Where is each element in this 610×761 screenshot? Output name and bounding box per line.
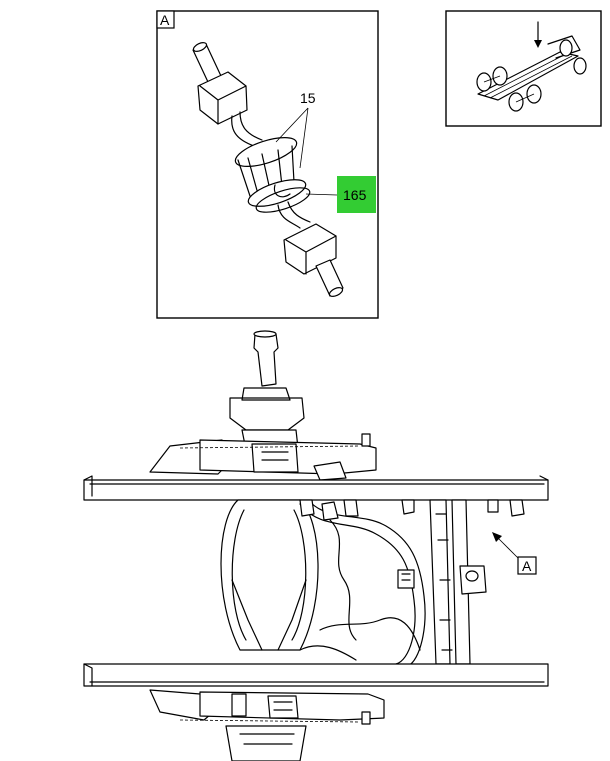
harness-clip-3[interactable] <box>343 499 359 517</box>
differential-housing <box>220 499 319 651</box>
locator-axles <box>483 75 535 103</box>
harness-bundle-3 <box>329 519 357 641</box>
locator-arrow-head <box>534 40 542 48</box>
locator-frame-rails <box>477 51 579 101</box>
bottom-rod <box>315 259 344 297</box>
view-a-tag-label[interactable]: A <box>522 558 532 574</box>
locator-wheel-6 <box>573 57 587 75</box>
kingpin-column <box>253 333 279 387</box>
upper-clamp <box>251 443 299 473</box>
harness-bundle-4 <box>319 617 421 651</box>
view-a-arrowhead <box>492 532 502 542</box>
harness-clip-4[interactable] <box>401 499 415 515</box>
harness-bundle-1 <box>299 503 416 665</box>
upper-wire-b <box>239 111 263 141</box>
upper-bracket <box>229 397 305 431</box>
lower-clamp-lines <box>273 701 293 711</box>
upper-bolt <box>361 433 371 447</box>
valve-right-port <box>465 570 479 582</box>
bottom-frame-rail <box>83 663 549 687</box>
upper-lug <box>313 461 347 481</box>
housing-ribs <box>231 579 307 651</box>
grommet-top-ring <box>234 137 298 167</box>
upper-hidden-line <box>179 445 361 449</box>
bottom-rod-end <box>328 287 344 297</box>
bracket-cap <box>241 387 291 401</box>
top-connector-edges <box>199 85 247 125</box>
lower-hidden-line <box>179 719 361 723</box>
lower-wire-a <box>277 204 301 229</box>
detail-view-a: A 15 <box>156 10 379 319</box>
main-chassis-view: A <box>83 330 549 761</box>
view-a-tag-box[interactable] <box>517 556 537 575</box>
kingpin-top <box>253 330 277 338</box>
top-rail-ends <box>83 475 549 497</box>
axle-stub-lines <box>239 733 295 745</box>
grommet-loop <box>273 184 291 198</box>
harness-clip-1[interactable] <box>299 499 315 517</box>
lower-wire-b <box>287 201 311 223</box>
locator-view <box>445 10 602 127</box>
valve-left-detail <box>401 573 411 581</box>
callout-165-highlight[interactable] <box>337 176 376 213</box>
harness-bundle-2 <box>309 501 426 667</box>
valve-component-right[interactable] <box>459 565 487 595</box>
locator-rail-lines <box>483 53 573 99</box>
grommet-ribs <box>237 145 295 197</box>
detail-tag-box <box>156 10 175 29</box>
lower-connector-edges <box>285 235 337 275</box>
valve-component-left[interactable] <box>397 569 415 589</box>
locator-wheel-5 <box>559 39 573 57</box>
crossmember-tube-left <box>429 499 451 665</box>
callout-15-leaders <box>275 107 309 169</box>
tube-bands <box>435 513 453 651</box>
detail-tag-label: A <box>160 12 170 28</box>
lower-bolt-right <box>361 711 371 725</box>
harness-assembly-drawing <box>192 42 344 297</box>
harness-clip-2[interactable] <box>321 501 339 521</box>
callout-165-label[interactable]: 165 <box>343 187 367 203</box>
top-frame-rail <box>83 479 549 501</box>
upper-clamp-lines <box>261 451 289 461</box>
upper-wire-a <box>231 115 255 147</box>
detail-frame <box>156 10 379 319</box>
grommet-lower-ring <box>255 187 311 213</box>
callout-15-label: 15 <box>300 90 316 106</box>
view-a-leader <box>497 537 519 559</box>
harness-clip-5[interactable] <box>487 499 499 513</box>
lower-connector <box>283 223 337 275</box>
lower-bolt-left <box>231 693 247 717</box>
harness-bundle-5 <box>299 645 357 661</box>
housing-contours <box>231 509 307 641</box>
lower-clamp <box>267 695 299 719</box>
callout-165-leader <box>305 193 338 196</box>
harness-clip-6[interactable] <box>509 499 525 517</box>
top-rod-end <box>192 42 208 52</box>
bottom-rail-end <box>83 663 93 687</box>
